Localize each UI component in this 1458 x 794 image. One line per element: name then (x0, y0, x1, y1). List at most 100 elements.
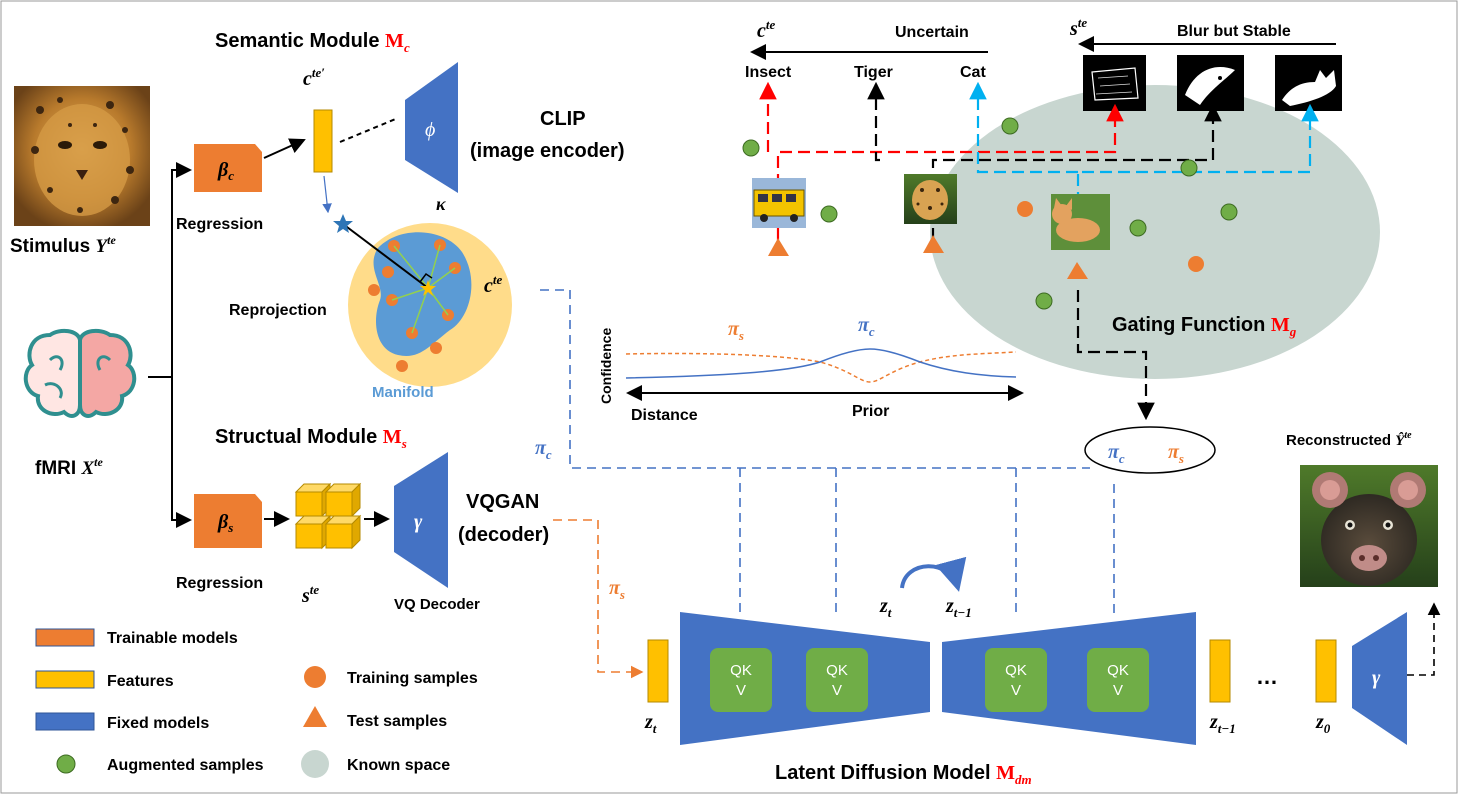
augmented-sample-dots (742, 117, 1238, 310)
plot-pi-c-label: πc (858, 314, 875, 339)
svg-text:V: V (1011, 682, 1021, 699)
confidence-plot (625, 348, 1024, 401)
svg-text:γ: γ (414, 511, 423, 533)
reconstructed-label: Reconstructed Ŷte (1286, 430, 1412, 449)
qkv-block-3: QK V (985, 648, 1047, 712)
fmri-branch-connector (148, 162, 192, 528)
legend: Trainable models Features Fixed models A… (35, 628, 478, 778)
qkv-block-4: QK V (1087, 648, 1149, 712)
semantic-feature-bar (313, 109, 333, 173)
legend-swatch-test (303, 706, 327, 727)
ste-label: ste (301, 582, 319, 607)
feature-clip-dashed-link (339, 117, 399, 143)
zt-label: zt (644, 711, 657, 736)
vq-decoder-block: γ (394, 452, 448, 588)
legend-swatch-training (304, 666, 326, 688)
training-sample-dots (1017, 201, 1204, 272)
structure-thumb-tiger (1177, 55, 1244, 111)
svg-text:QK: QK (1107, 662, 1129, 679)
loop-zt1-label: zt−1 (945, 595, 972, 620)
svg-text:V: V (736, 682, 746, 699)
legend-features: Features (107, 673, 174, 690)
beta-s-regressor: βs (194, 494, 262, 548)
svg-text:QK: QK (730, 662, 752, 679)
beta-to-feature-arrow (263, 138, 306, 159)
semantic-module-title: Semantic Module Mc (215, 30, 410, 55)
kappa-label: κ (436, 194, 446, 214)
test-sample-markers (768, 235, 1088, 279)
flow-pi-c-label: πc (535, 437, 552, 462)
class-insect-label: Insect (745, 64, 792, 81)
legend-swatch-fixed (35, 712, 95, 731)
svg-text:QK: QK (826, 662, 848, 679)
clip-encoder-block: ϕ (405, 62, 458, 193)
plot-pi-s-label: πs (728, 318, 744, 343)
legend-swatch-trainable (35, 628, 95, 647)
ste-axis-label: ste (1069, 15, 1087, 40)
manifold-cte-label: cte (484, 272, 503, 297)
ellipsis-label: … (1256, 664, 1278, 689)
z0-feature-bar (1315, 639, 1337, 703)
legend-test: Test samples (347, 713, 447, 730)
svg-text:QK: QK (1005, 662, 1027, 679)
legend-training: Training samples (347, 670, 478, 687)
svg-text:πs: πs (1168, 441, 1184, 466)
blur-stable-label: Blur but Stable (1177, 23, 1291, 40)
svg-text:V: V (1113, 682, 1123, 699)
stimulus-image (14, 86, 150, 226)
structural-regression-label: Regression (176, 575, 263, 592)
structure-thumb-cat (1275, 55, 1342, 111)
fmri-label: fMRI Xte (35, 455, 103, 479)
z0-label: z0 (1315, 711, 1331, 736)
legend-trainable: Trainable models (107, 630, 238, 647)
structure-thumb-bus (1083, 55, 1146, 111)
semantic-regression-label: Regression (176, 216, 263, 233)
prior-label: Prior (852, 403, 889, 420)
distance-label: Distance (631, 407, 698, 424)
structural-module-title: Structual Module Ms (215, 426, 407, 451)
clip-label-line1: CLIP (540, 108, 586, 130)
svg-text:πc: πc (1108, 441, 1125, 466)
svg-text:βc: βc (217, 159, 234, 183)
gating-function-title: Gating Function Mg (1112, 314, 1297, 339)
reconstructed-image (1300, 465, 1438, 587)
zt-feature-bar (647, 639, 669, 703)
legend-augmented: Augmented samples (107, 757, 264, 774)
feature-to-star-arrow (322, 175, 332, 214)
diffusion-title: Latent Diffusion Model Mdm (775, 762, 1032, 787)
legend-swatch-known (301, 750, 329, 778)
class-cat-label: Cat (960, 64, 986, 81)
svg-text:V: V (832, 682, 842, 699)
confidence-ylabel: Confidence (598, 328, 614, 404)
svg-text:βs: βs (217, 511, 233, 535)
structural-feature-cubes (294, 482, 362, 550)
gating-output-ellipse: πc πs (1084, 426, 1216, 474)
beta-c-regressor: βc (194, 144, 262, 192)
flow-pi-s-label: πs (609, 577, 625, 602)
qkv-block-2: QK V (806, 648, 868, 712)
manifold-label: Manifold (372, 384, 434, 401)
loop-zt-label: zt (879, 595, 892, 620)
legend-known: Known space (347, 757, 450, 774)
legend-fixed: Fixed models (107, 715, 209, 732)
manifold-diagram (333, 214, 512, 387)
svg-text:ϕ: ϕ (425, 119, 435, 141)
stimulus-label: Stimulus Yte (10, 233, 116, 257)
reprojection-label: Reprojection (229, 302, 327, 319)
unet-decoder (942, 612, 1196, 745)
class-tiger-label: Tiger (854, 64, 893, 81)
test-sample-cat (1051, 194, 1110, 250)
vqgan-label-line1: VQGAN (466, 491, 539, 513)
legend-swatch-augmented (56, 754, 76, 774)
flow-lines (540, 289, 1115, 679)
zt1-feature-bar (1209, 639, 1231, 703)
clip-label-line2: (image encoder) (470, 140, 624, 162)
qkv-block-1: QK V (710, 648, 772, 712)
cte-axis-label: cte (757, 17, 776, 42)
denoise-loop-arrow (900, 556, 967, 592)
pi-s-curve (625, 351, 1017, 383)
zt1-label: zt−1 (1209, 711, 1236, 736)
decoder-to-output-arrow (1407, 602, 1441, 676)
